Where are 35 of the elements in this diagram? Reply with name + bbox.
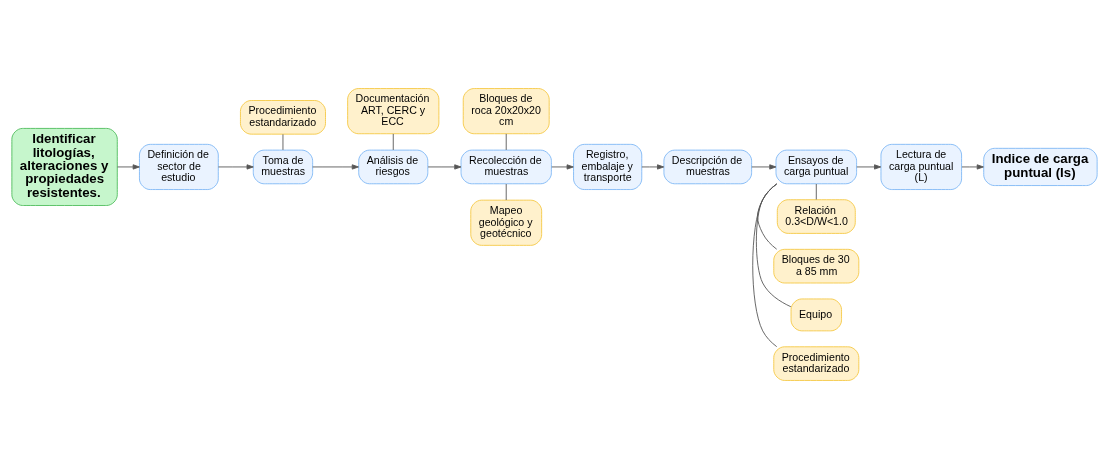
node-box: Ensayos de carga puntual [775,149,858,184]
node-box: Toma de muestras [252,149,314,184]
arrow [312,163,359,170]
arrow [751,163,777,170]
connector [505,132,507,150]
connector [755,182,792,307]
node-box: Procedimiento estandarizado [773,345,860,381]
connector [282,133,284,150]
node-box: Documentación ART, CERC y ECC [347,87,440,134]
node-box: Equipo [790,298,842,331]
connector [505,183,507,201]
arrow [427,163,462,170]
arrow [218,163,254,170]
node-box: Descripción de muestras [663,149,753,184]
node-box: Indice de carga puntual (Is) [983,147,1098,186]
arrow [961,163,984,170]
node-box: Recolección de muestras [460,149,552,184]
connector [757,182,778,250]
node-box: Bloques de roca 20x20x20 cm [462,87,550,134]
connector [815,183,817,200]
connector [392,132,394,150]
node-box: Análisis de riesgos [358,149,429,184]
arrow [551,163,574,170]
node-box: Definición de sector de estudio [139,143,219,190]
node-box: Identificar litologías, alteraciones y propiedades resistentes. [11,127,118,206]
node-box: Relación 0.3<D/W<1.0 [776,198,856,234]
arrow [641,163,665,170]
node-box: Registro, embalaje y transporte [573,143,643,190]
connector [752,182,778,347]
node-box: Bloques de 30 a 85 mm [773,248,860,283]
node-box: Mapeo geológico y geotécnico [470,199,543,246]
arrow [117,163,140,170]
node-box: Procedimiento estandarizado [240,99,326,135]
arrow [856,163,882,170]
node-box: Lectura de carga puntual (L) [880,143,963,190]
